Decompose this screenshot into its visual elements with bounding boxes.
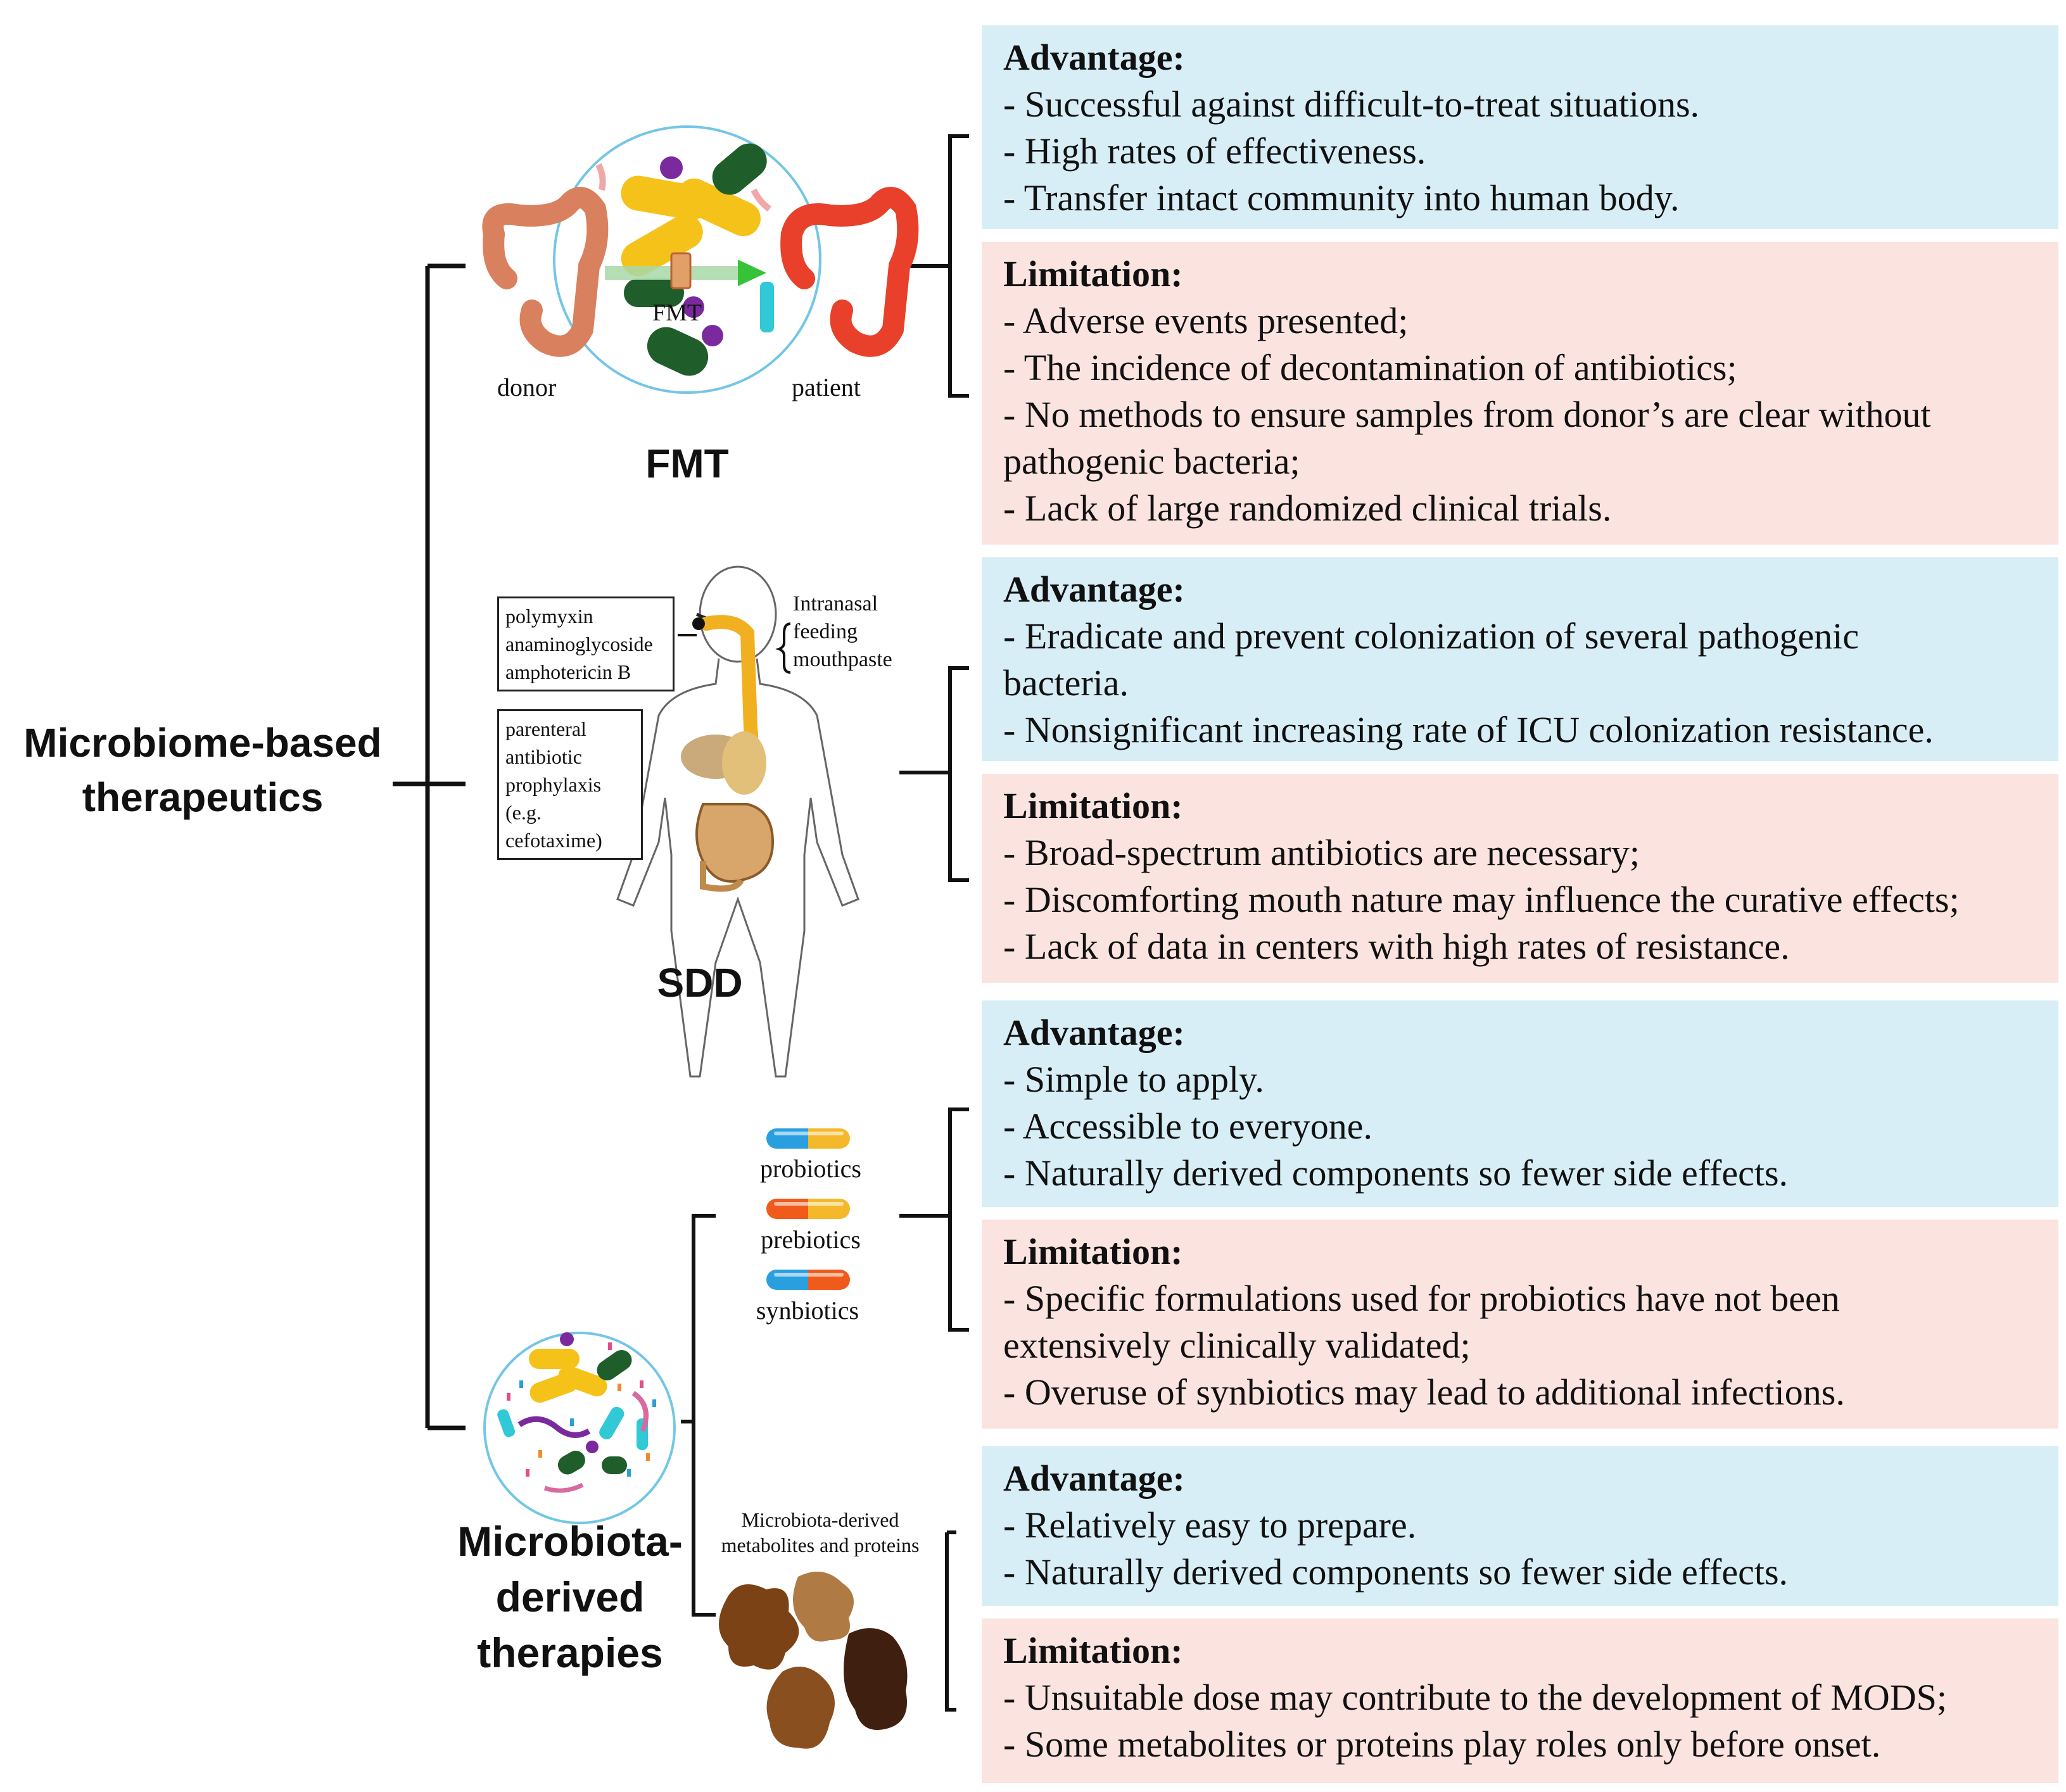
fmt-advantage-line: - High rates of effectiveness.: [1003, 130, 1426, 172]
sdd-limitation-line: - Lack of data in centers with high rate…: [1003, 926, 1790, 967]
sdd-limitation-line: - Discomforting mouth nature may influen…: [1003, 879, 1960, 920]
sdd-advantage-line: bacteria.: [1003, 662, 1129, 704]
microbiota-connector: [681, 1107, 969, 1712]
metabolites-limitation-line: - Some metabolites or proteins play role…: [1003, 1724, 1881, 1765]
microbiota-circle-illustration: [483, 1332, 676, 1524]
metabolites-limitation-line: - Unsuitable dose may contribute to the …: [1003, 1677, 1947, 1718]
fmt-advantage-box: Advantage: - Successful against difficul…: [982, 25, 2058, 229]
fmt-limitation-line: pathogenic bacteria;: [1003, 441, 1300, 482]
fmt-arrow-label: FMT: [652, 300, 702, 326]
main-tree-connector: [393, 263, 466, 1430]
metabolites-advantage-box: Advantage: - Relatively easy to prepare.…: [982, 1446, 2058, 1606]
fmt-limitation-heading: Limitation:: [1003, 253, 1183, 294]
fmt-limitation-line: - Adverse events presented;: [1003, 300, 1409, 341]
pills-limitation-line: - Specific formulations used for probiot…: [1003, 1278, 1840, 1319]
fmt-limitation-line: - No methods to ensure samples from dono…: [1003, 394, 1931, 435]
main-therapeutics-label: Microbiome-based therapeutics: [23, 720, 382, 820]
metabolites-advantage-line: - Naturally derived components so fewer …: [1003, 1551, 1789, 1593]
microbiota-title: Microbiota- derived therapies: [457, 1518, 683, 1676]
fmt-limitation-line: - The incidence of decontamination of an…: [1003, 347, 1737, 388]
synbiotics-pill-icon: [766, 1270, 850, 1290]
pills-limitation-line: extensively clinically validated;: [1003, 1325, 1471, 1366]
sdd-drug-box-topical: polymyxin anaminoglycoside amphotericin …: [497, 596, 675, 691]
fmt-advantage-line: - Transfer intact community into human b…: [1003, 177, 1680, 218]
sdd-routes-list: Intranasal feeding mouthpaste: [793, 592, 892, 671]
sdd-advantage-box: Advantage: - Eradicate and prevent colon…: [982, 557, 2058, 761]
sdd-advantage-line: - Nonsignificant increasing rate of ICU …: [1003, 709, 1934, 750]
probiotics-label: probiotics: [760, 1154, 861, 1183]
fmt-advantage-heading: Advantage:: [1003, 37, 1185, 78]
digestive-tract-illustration: [681, 615, 775, 892]
synbiotics-label: synbiotics: [756, 1296, 859, 1325]
prebiotics-pill-icon: [766, 1199, 850, 1219]
sdd-drug-box-parenteral: parenteral antibiotic prophylaxis (e.g. …: [497, 709, 643, 860]
sdd-limitation-box: Limitation: - Broad-spectrum antibiotics…: [982, 774, 2058, 983]
fmt-limitation-line: - Lack of large randomized clinical tria…: [1003, 488, 1612, 529]
pills-advantage-line: - Naturally derived components so fewer …: [1003, 1152, 1789, 1194]
metabolites-advantage-line: - Relatively easy to prepare.: [1003, 1505, 1417, 1546]
fmt-advantage-line: - Successful against difficult-to-treat …: [1003, 84, 1700, 125]
sdd-limitation-line: - Broad-spectrum antibiotics are necessa…: [1003, 832, 1640, 873]
patient-colon-icon: [781, 187, 919, 357]
fmt-microbe-circle: [553, 125, 821, 394]
pills-advantage-line: - Accessible to everyone.: [1003, 1106, 1373, 1147]
pills-advantage-heading: Advantage:: [1003, 1012, 1185, 1053]
routes-brace: [775, 622, 791, 674]
pills-limitation-line: - Overuse of synbiotics may lead to addi…: [1003, 1372, 1845, 1413]
patient-label: patient: [792, 373, 861, 401]
metabolites-illustration: [719, 1572, 908, 1749]
donor-label: donor: [497, 373, 557, 401]
fmt-limitation-box: Limitation: - Adverse events presented; …: [982, 242, 2058, 545]
metabolites-advantage-heading: Advantage:: [1003, 1458, 1185, 1499]
pills-advantage-line: - Simple to apply.: [1003, 1059, 1264, 1100]
donor-colon-icon: [482, 187, 609, 357]
metabolites-limitation-box: Limitation: - Unsuitable dose may contri…: [982, 1618, 2058, 1783]
sdd-connector: [899, 666, 969, 882]
pills-limitation-box: Limitation: - Specific formulations used…: [982, 1220, 2058, 1429]
pills-advantage-box: Advantage: - Simple to apply. - Accessib…: [982, 1000, 2058, 1207]
probiotics-pill-icon: [766, 1128, 850, 1149]
sdd-advantage-heading: Advantage:: [1003, 569, 1185, 610]
pills-limitation-heading: Limitation:: [1003, 1231, 1183, 1272]
metabolites-label: Microbiota-derived metabolites and prote…: [721, 1508, 920, 1556]
fmt-title: FMT: [645, 441, 729, 486]
metabolites-limitation-heading: Limitation:: [1003, 1630, 1183, 1671]
sdd-advantage-line: - Eradicate and prevent colonization of …: [1003, 615, 1860, 657]
sdd-title: SDD: [657, 960, 743, 1006]
fmt-illustration: [482, 125, 919, 394]
prebiotics-label: prebiotics: [761, 1225, 861, 1254]
sdd-limitation-heading: Limitation:: [1003, 785, 1183, 826]
